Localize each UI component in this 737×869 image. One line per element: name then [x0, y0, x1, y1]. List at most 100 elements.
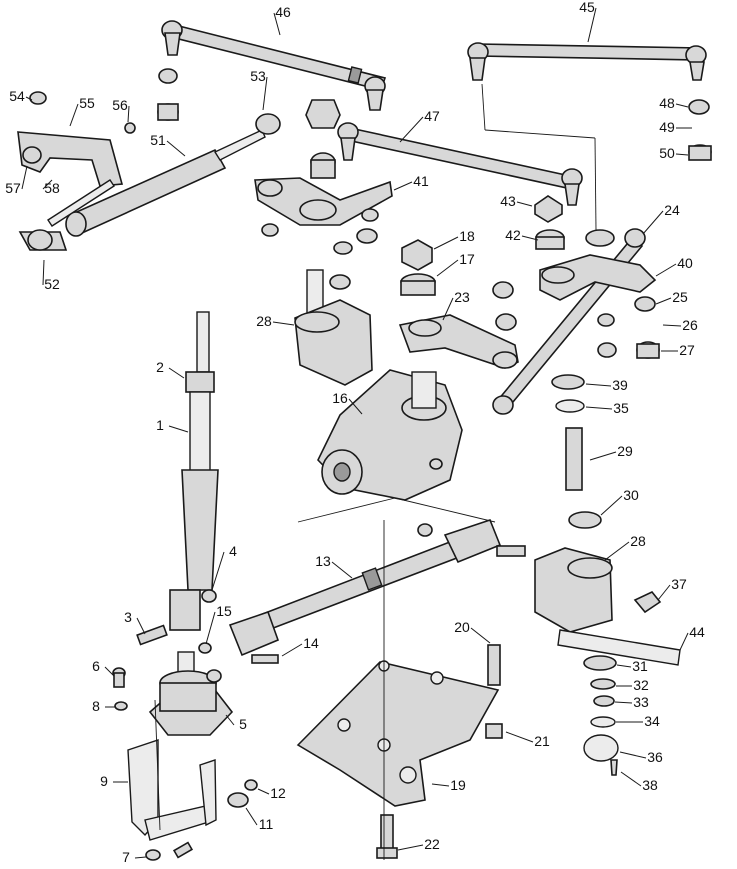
part-number-18: 18 — [459, 228, 475, 244]
part-number-5: 5 — [239, 716, 247, 732]
part-number-32: 32 — [633, 677, 649, 693]
part-number-45: 45 — [579, 0, 595, 15]
bracket-28-lower — [534, 547, 681, 776]
part-number-58: 58 — [44, 180, 60, 196]
leader-line-2 — [168, 367, 185, 379]
part-number-53: 53 — [250, 68, 266, 84]
leader-line-21 — [505, 731, 534, 743]
part-number-42: 42 — [505, 227, 521, 243]
part-number-16: 16 — [332, 390, 348, 406]
part-number-2: 2 — [156, 359, 164, 375]
part-number-25: 25 — [672, 289, 688, 305]
leader-line-16 — [348, 398, 363, 415]
drag-link-47 — [337, 122, 583, 206]
part-number-51: 51 — [150, 132, 166, 148]
bracket-56 — [17, 91, 136, 227]
part-number-57: 57 — [5, 180, 21, 196]
leader-line-40 — [655, 263, 677, 277]
steering-gear-16 — [317, 369, 463, 501]
part-number-3: 3 — [124, 609, 132, 625]
leader-line-45 — [587, 7, 597, 43]
leader-line-4 — [211, 551, 225, 591]
tie-rod-46 — [157, 20, 387, 121]
leader-line-12 — [257, 788, 270, 795]
part-number-8: 8 — [92, 698, 100, 714]
leader-line-6 — [104, 666, 114, 676]
part-number-56: 56 — [112, 97, 128, 113]
leader-line-38 — [620, 771, 642, 787]
part-number-28: 28 — [630, 533, 646, 549]
bracket-28-upper — [294, 269, 373, 386]
part-number-50: 50 — [659, 145, 675, 161]
leader-line-35 — [585, 406, 613, 410]
part-number-48: 48 — [659, 95, 675, 111]
part-number-27: 27 — [679, 342, 695, 358]
part-number-26: 26 — [682, 317, 698, 333]
part-number-6: 6 — [92, 658, 100, 674]
leader-line-23 — [442, 297, 454, 321]
leader-line-47 — [399, 116, 424, 143]
part-number-54: 54 — [9, 88, 25, 104]
leader-line-17 — [436, 259, 459, 277]
part-number-43: 43 — [500, 193, 516, 209]
leader-line-22 — [397, 844, 424, 851]
leader-line-51 — [166, 140, 186, 157]
part-number-4: 4 — [229, 543, 237, 559]
leader-line-18 — [433, 236, 459, 250]
steering-arm-40 — [534, 195, 660, 359]
part-number-47: 47 — [424, 108, 440, 124]
leader-line-57 — [21, 165, 28, 190]
part-number-17: 17 — [459, 251, 475, 267]
leader-line-14 — [281, 643, 303, 657]
part-number-38: 38 — [642, 777, 658, 793]
part-number-7: 7 — [122, 849, 130, 865]
part-number-39: 39 — [612, 377, 628, 393]
nut-18-17 — [400, 239, 436, 296]
kingpin-stack — [551, 374, 602, 529]
part-number-35: 35 — [613, 400, 629, 416]
part-number-41: 41 — [413, 173, 429, 189]
leader-line-3 — [136, 617, 146, 635]
leader-line-36 — [619, 751, 647, 759]
part-number-12: 12 — [270, 785, 286, 801]
leader-line-54 — [25, 96, 33, 101]
leader-line-13 — [331, 561, 353, 579]
leader-line-15 — [205, 611, 216, 645]
part-number-33: 33 — [633, 694, 649, 710]
pedestal-5 — [112, 651, 234, 736]
leader-line-26 — [662, 324, 682, 327]
leader-line-20 — [470, 627, 491, 644]
part-number-30: 30 — [623, 487, 639, 503]
part-number-23: 23 — [454, 289, 470, 305]
part-number-19: 19 — [450, 777, 466, 793]
part-number-29: 29 — [617, 443, 633, 459]
leader-line-44 — [679, 632, 689, 651]
leader-line-41 — [393, 181, 413, 191]
pitman-arm-23 — [398, 281, 519, 369]
part-number-1: 1 — [156, 417, 164, 433]
leader-line-28 — [272, 321, 295, 326]
steering-arm-41 — [254, 99, 393, 290]
leader-line-31 — [616, 664, 632, 668]
leader-line-5 — [225, 714, 235, 726]
leader-line-19 — [431, 783, 450, 787]
leader-line-24 — [642, 210, 664, 235]
leader-line-11 — [245, 807, 258, 826]
leader-line-39 — [585, 383, 612, 387]
part-number-31: 31 — [632, 658, 648, 674]
part-number-13: 13 — [315, 553, 331, 569]
leader-line-58 — [42, 179, 53, 190]
bracket-9 — [127, 739, 258, 861]
part-number-24: 24 — [664, 202, 680, 218]
leader-line-50 — [675, 153, 689, 156]
part-number-37: 37 — [671, 576, 687, 592]
leader-line-25 — [655, 297, 672, 305]
leader-line-7 — [134, 856, 147, 859]
leader-line-42 — [521, 235, 539, 241]
tie-rod-45 — [467, 42, 712, 161]
part-number-34: 34 — [644, 713, 660, 729]
guide-lines — [154, 83, 597, 860]
part-number-49: 49 — [659, 119, 675, 135]
leader-line-37 — [657, 584, 671, 601]
